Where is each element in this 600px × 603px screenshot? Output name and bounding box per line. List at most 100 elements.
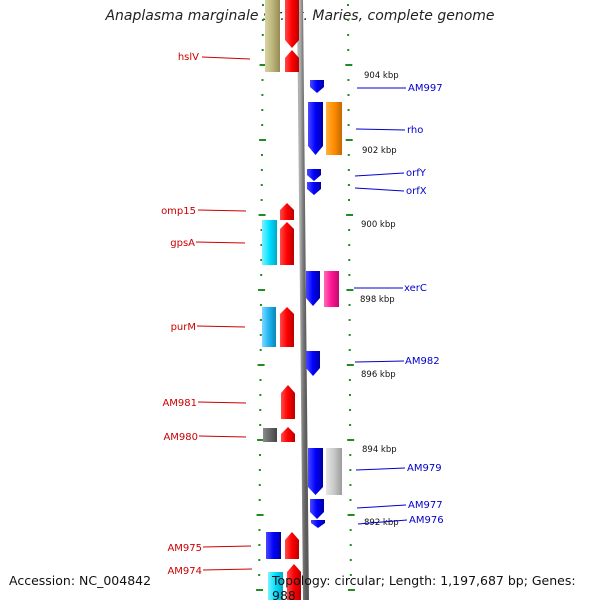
- scale-tick: [349, 424, 352, 426]
- gene-AM979: [308, 448, 323, 495]
- scale-label: 898 kbp: [360, 295, 395, 305]
- scale-tick: [348, 259, 351, 261]
- accession-label: Accession: NC_004842: [9, 573, 152, 588]
- gene-label-AM997: AM997: [408, 83, 443, 94]
- scale-tick: [261, 34, 264, 36]
- gene-AM981: [281, 385, 295, 419]
- gene-orfY: [307, 169, 321, 181]
- gene-label-orfX: orfX: [406, 186, 427, 197]
- scale-tick: [259, 319, 262, 321]
- gene-purM: [280, 307, 294, 347]
- scale-tick-major: [347, 439, 355, 441]
- scale-tick-major: [346, 364, 354, 366]
- gene-AM976: [311, 520, 325, 528]
- scale-tick: [261, 109, 264, 111]
- gene-label-xerC: xerC: [404, 283, 427, 294]
- scale-tick-major: [347, 589, 355, 591]
- scale-tick-major: [258, 214, 266, 216]
- gene-label-AM982: AM982: [405, 356, 440, 367]
- scale-tick: [349, 409, 352, 411]
- scale-tick-major: [257, 439, 265, 441]
- gene-gpsA-partner: [262, 220, 277, 265]
- gene-label-AM981: AM981: [162, 398, 197, 409]
- scale-tick: [259, 409, 262, 411]
- gene-label-AM976: AM976: [409, 515, 444, 526]
- scale-tick: [348, 394, 351, 396]
- scale-tick: [347, 199, 350, 201]
- scale-label: 892 kbp: [364, 518, 399, 528]
- scale-tick: [349, 499, 352, 501]
- gene-xerC-partner: [324, 271, 339, 307]
- gene-label-omp15: omp15: [161, 206, 196, 217]
- scale-tick: [258, 574, 261, 576]
- gene-label-purM: purM: [171, 322, 196, 333]
- gene-AM975-partner: [266, 532, 281, 559]
- gene-AM980-partner: [263, 428, 277, 442]
- gene-label-AM974: AM974: [167, 566, 202, 577]
- scale-tick: [348, 379, 351, 381]
- scale-tick: [259, 304, 262, 306]
- gene-hslV: [285, 0, 299, 48]
- gene-AM974-partner: [268, 572, 283, 600]
- scale-tick: [258, 454, 261, 456]
- left-scale-ring: [256, 4, 267, 591]
- scale-label: 904 kbp: [364, 71, 399, 81]
- gene-label-gpsA: gpsA: [170, 238, 195, 249]
- gene-label-AM979: AM979: [407, 463, 442, 474]
- scale-tick: [347, 184, 350, 186]
- scale-tick: [349, 454, 352, 456]
- scale-tick: [259, 334, 262, 336]
- scale-tick: [348, 304, 351, 306]
- scale-tick: [258, 559, 261, 561]
- gene-hslV-partner: [265, 0, 280, 72]
- scale-tick: [347, 34, 350, 36]
- scale-tick-major: [346, 214, 354, 216]
- gene-gpsA: [280, 222, 294, 265]
- scale-tick-major: [346, 289, 354, 291]
- gene-label-AM977: AM977: [408, 500, 443, 511]
- genome-summary: Topology: circular; Length: 1,197,687 bp…: [272, 573, 576, 603]
- reverse-gene-labels: [195, 56, 253, 571]
- scale-tick: [348, 349, 351, 351]
- scale-tick: [261, 19, 264, 21]
- scale-tick: [349, 574, 352, 576]
- scale-tick: [261, 94, 264, 96]
- scale-tick: [258, 499, 261, 501]
- scale-tick: [260, 199, 263, 201]
- scale-tick: [260, 259, 263, 261]
- gene-AM980: [281, 427, 295, 442]
- scale-tick: [347, 154, 350, 156]
- gene-AM974: [287, 564, 301, 600]
- scale-tick: [348, 229, 351, 231]
- right-scale-ring: [345, 4, 355, 591]
- scale-tick: [349, 544, 352, 546]
- scale-label: 902 kbp: [362, 146, 397, 156]
- scale-tick: [258, 529, 261, 531]
- scale-tick: [260, 154, 263, 156]
- genome-backbone: [297, 0, 309, 600]
- scale-tick: [260, 244, 263, 246]
- scale-tick: [347, 19, 350, 21]
- scale-label: 900 kbp: [361, 220, 396, 230]
- scale-tick: [347, 49, 350, 51]
- scale-tick: [349, 484, 352, 486]
- scale-tick: [348, 244, 351, 246]
- scale-tick: [349, 559, 352, 561]
- gene-xerC: [306, 271, 320, 306]
- gene-AM979-partner: [326, 448, 342, 495]
- scale-tick-major: [257, 364, 265, 366]
- scale-tick: [349, 529, 352, 531]
- scale-tick-major: [258, 289, 266, 291]
- scale-labels: 904 kbp 902 kbp 900 kbp 898 kbp 896 kbp …: [360, 71, 399, 528]
- gene-hslV-b: [285, 50, 299, 72]
- scale-tick-major: [259, 139, 267, 141]
- scale-tick: [258, 484, 261, 486]
- gene-label-AM975: AM975: [167, 543, 202, 554]
- scale-tick: [260, 274, 263, 276]
- scale-tick: [347, 4, 350, 6]
- gene-label-AM980: AM980: [163, 432, 198, 443]
- scale-tick-major: [259, 64, 267, 66]
- scale-tick: [347, 79, 350, 81]
- reverse-strand-genes: [262, 0, 301, 600]
